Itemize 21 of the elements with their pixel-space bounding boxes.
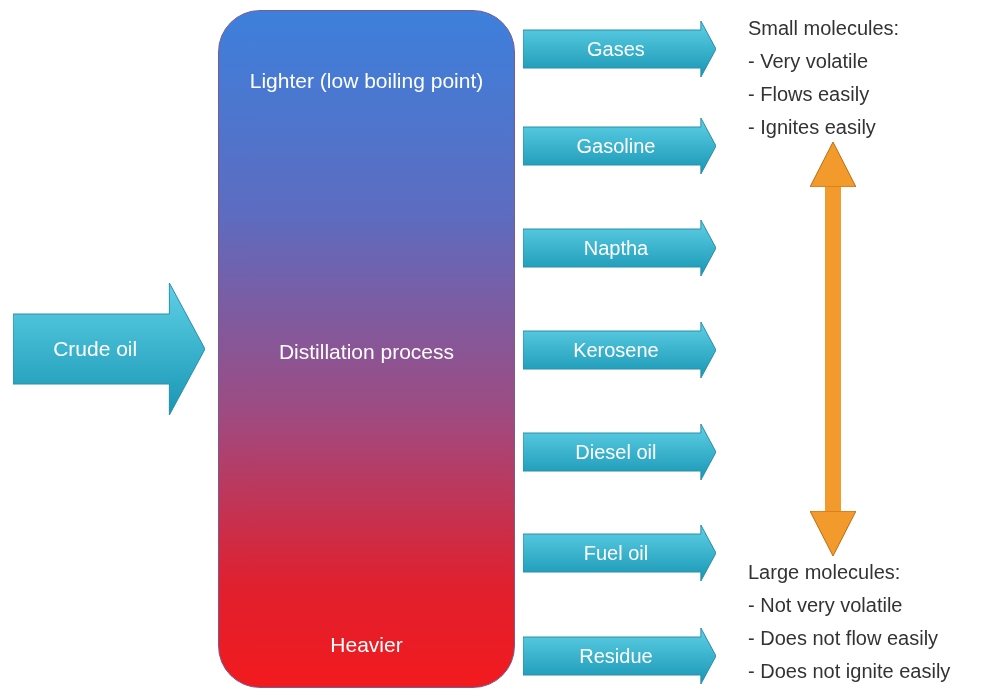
list-heading: Small molecules: xyxy=(748,16,901,41)
arrow-label: Fuel oil xyxy=(583,541,649,565)
column-label: Heavier xyxy=(329,632,404,659)
list-item: - Ignites easily xyxy=(748,115,877,140)
column-label: Lighter (low boiling point) xyxy=(248,68,485,95)
list-item: - Does not flow easily xyxy=(748,626,940,651)
arrow-label: Diesel oil xyxy=(575,440,657,464)
double-arrow xyxy=(809,141,857,557)
arrow-label: Crude oil xyxy=(53,337,138,361)
list-item: - Very volatile xyxy=(748,49,870,74)
list-item: - Does not ignite easily xyxy=(748,659,952,684)
distillation-column xyxy=(218,10,515,688)
arrow-label: Gasoline xyxy=(576,134,656,158)
list-heading: Large molecules: xyxy=(748,560,902,585)
arrow-label: Gases xyxy=(587,37,645,61)
arrow-label: Residue xyxy=(579,644,653,668)
arrow-label: Naptha xyxy=(583,236,649,260)
column-label: Distillation process xyxy=(277,339,456,366)
arrow-label: Kerosene xyxy=(573,338,659,362)
list-item: - Not very volatile xyxy=(748,593,904,618)
list-item: - Flows easily xyxy=(748,82,871,107)
